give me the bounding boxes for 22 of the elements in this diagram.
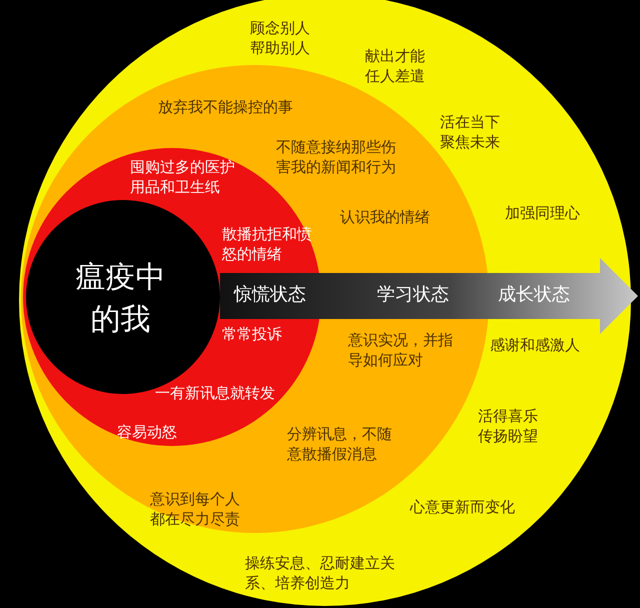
stage-label: 惊慌状态 [234,283,306,307]
center-label: 瘟疫中的我 [74,259,166,339]
zone-text: 认识我的情绪 [340,207,430,227]
zone-text: 心意更新而变化 [410,497,515,517]
zone-text: 意识到每个人都在尽力尽责 [150,489,241,529]
zone-text: 囤购过多的医护用品和卫生纸 [130,157,236,197]
zone-text: 献出才能任人差遣 [365,46,426,86]
zone-text: 活在当下聚焦未来 [440,112,501,152]
zone-text: 一有新讯息就转发 [155,383,275,403]
zone-text: 操练安息、忍耐建立关系、培养创造力 [245,553,396,593]
zone-text: 容易动怒 [117,422,177,442]
stage-label: 学习状态 [377,283,449,307]
zone-text: 活得喜乐传扬盼望 [478,406,539,446]
zone-text: 常常投诉 [222,324,282,344]
zone-text: 感谢和感激人 [490,335,580,355]
stage-label: 成长状态 [498,283,570,307]
zone-text: 不随意接纳那些伤害我的新闻和行为 [276,137,397,177]
zone-text: 放弃我不能操控的事 [158,97,293,117]
zone-text: 顾念别人帮助别人 [250,18,311,58]
zone-text: 分辨讯息，不随意散播假消息 [287,424,393,464]
zone-text: 意识实况，并指导如何应对 [348,330,454,370]
zone-text: 加强同理心 [505,203,580,223]
